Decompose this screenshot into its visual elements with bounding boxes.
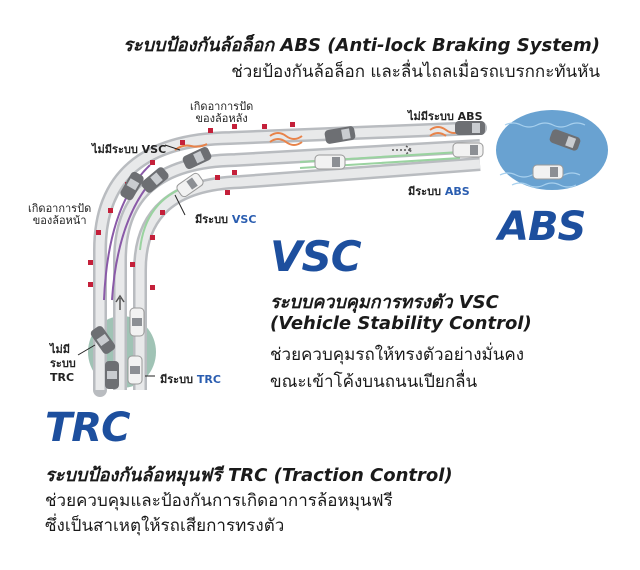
- car-with-trc-2: [127, 355, 143, 385]
- car-without-abs-3: [549, 129, 581, 151]
- vsc-logo: VSC: [270, 232, 362, 281]
- vsc-title: ระบบควบคุมการทรงตัว VSC: [270, 292, 499, 313]
- car-without-abs-1: [324, 126, 356, 144]
- car-without-vsc-2: [141, 167, 169, 193]
- label-with-trc: มีระบบ TRC: [160, 373, 221, 386]
- trc-description-2: ซึ่งเป็นสาเหตุให้รถเสียการทรงตัว: [45, 516, 285, 536]
- car-without-vsc-3: [182, 147, 212, 169]
- car-with-trc-1: [129, 307, 145, 337]
- car-with-abs-3: [532, 164, 564, 180]
- abs-title: ระบบป้องกันล้อล็อก ABS (Anti-lock Brakin…: [123, 35, 600, 56]
- vsc-subtitle: (Vehicle Stability Control): [270, 313, 532, 334]
- label-with-vsc: มีระบบ VSC: [195, 213, 257, 226]
- road-inner-inner: [135, 159, 481, 390]
- pointer-with-vsc: [174, 194, 186, 216]
- pointer-without-vsc: [164, 144, 181, 151]
- wet-patch-abs: [496, 110, 608, 190]
- abs-description: ช่วยป้องกันล้อล็อก และลื่นไถลเมื่อรถเบรก…: [231, 62, 600, 82]
- vsc-description-1: ช่วยควบคุมรถให้ทรงตัวอย่างมั่นคง: [270, 345, 525, 365]
- car-without-abs-2: [455, 121, 485, 135]
- label-without-vsc: ไม่มีระบบ VSC: [92, 143, 167, 156]
- pointer-without-trc: [77, 344, 96, 356]
- note-front-slip: เกิดอาการปัดของล้อหน้า: [28, 202, 92, 227]
- car-without-vsc-1: [120, 171, 144, 201]
- vsc-description-2: ขณะเข้าโค้งบนถนนเปียกลื่น: [270, 372, 478, 392]
- car-with-vsc: [176, 172, 204, 198]
- note-rear-slip: เกิดอาการปัดของล้อหลัง: [190, 100, 254, 125]
- car-without-trc-2: [105, 361, 119, 389]
- trc-logo: TRC: [45, 405, 130, 451]
- direction-arrow-right-icon: [392, 145, 414, 155]
- trail-rear-orange: [174, 143, 208, 151]
- direction-arrow-up-icon: [115, 294, 125, 310]
- trail-without-abs-orange: [269, 126, 463, 146]
- trc-description-1: ช่วยควบคุมและป้องกันการเกิดอาการล้อหมุนฟ…: [45, 491, 393, 511]
- label-without-abs: ไม่มีระบบ ABS: [408, 110, 483, 123]
- car-with-abs-1: [314, 154, 346, 170]
- trc-title: ระบบป้องกันล้อหมุนฟรี TRC (Traction Cont…: [45, 465, 453, 486]
- abs-logo: ABS: [498, 204, 586, 250]
- car-without-trc: [90, 326, 116, 354]
- label-with-abs: มีระบบ ABS: [408, 185, 470, 198]
- car-with-abs-2: [452, 142, 484, 158]
